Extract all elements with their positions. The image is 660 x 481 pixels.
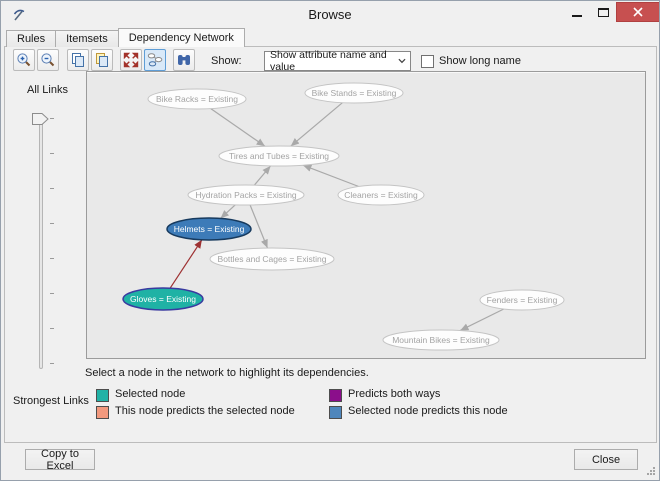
show-label: Show:: [211, 55, 242, 67]
node-cleaners[interactable]: Cleaners = Existing: [337, 184, 425, 206]
show-long-name-label: Show long name: [439, 55, 521, 67]
node-helmets[interactable]: Helmets = Existing: [166, 217, 252, 241]
edge-gloves-to-helmets: [169, 239, 203, 289]
all-links-label: All Links: [27, 84, 68, 96]
copy-to-excel-button[interactable]: Copy to Excel: [25, 448, 95, 472]
links-slider-track[interactable]: [39, 116, 43, 369]
close-button[interactable]: Close: [574, 449, 638, 470]
copy-icon: [72, 53, 84, 67]
find-node-button[interactable]: [173, 49, 195, 71]
node-fenders[interactable]: Fenders = Existing: [479, 289, 565, 311]
svg-text:Fenders = Existing: Fenders = Existing: [487, 295, 558, 305]
legend-label-selected-node: Selected node: [115, 388, 186, 400]
legend-label-selected-predicts: Selected node predicts this node: [348, 405, 508, 417]
edge-fenders-to-mountain-bikes: [459, 308, 505, 332]
node-bike-racks[interactable]: Bike Racks = Existing: [147, 88, 247, 110]
svg-text:Hydration Packs = Existing: Hydration Packs = Existing: [195, 190, 297, 200]
legend-swatch-selected-node: [96, 389, 109, 402]
node-hydration[interactable]: Hydration Packs = Existing: [187, 184, 305, 206]
svg-text:Bike Stands = Existing: Bike Stands = Existing: [312, 88, 397, 98]
minimize-icon: [572, 15, 582, 17]
links-slider-thumb[interactable]: [32, 113, 49, 125]
chevron-down-icon: [398, 58, 406, 64]
maximize-icon: [597, 7, 609, 17]
show-mode-dropdown[interactable]: Show attribute name and value: [264, 49, 411, 73]
copy-entire-graph-button[interactable]: [91, 49, 113, 71]
svg-text:Bike Racks = Existing: Bike Racks = Existing: [156, 94, 238, 104]
tab-rules[interactable]: Rules: [6, 30, 57, 47]
maximize-button[interactable]: [591, 2, 615, 22]
node-bottles-cages[interactable]: Bottles and Cages = Existing: [209, 247, 335, 271]
edge-cleaners-to-tires-tubes: [302, 164, 359, 188]
fit-to-screen-icon: [123, 52, 139, 68]
binoculars-icon: [178, 55, 190, 65]
node-mountain-bikes[interactable]: Mountain Bikes = Existing: [382, 329, 500, 351]
zoom-in-button[interactable]: [13, 49, 35, 71]
show-long-name-checkbox[interactable]: [421, 55, 434, 68]
resize-grip-icon[interactable]: [646, 466, 656, 476]
svg-text:Mountain Bikes = Existing: Mountain Bikes = Existing: [392, 335, 490, 345]
selection-hint: Select a node in the network to highligh…: [85, 367, 369, 379]
zoom-in-icon: [17, 53, 31, 67]
svg-text:Bottles and Cages = Existing: Bottles and Cages = Existing: [218, 254, 327, 264]
copy-graph-view-button[interactable]: [67, 49, 89, 71]
minimize-button[interactable]: [564, 2, 590, 22]
svg-text:Tires and Tubes = Existing: Tires and Tubes = Existing: [229, 151, 329, 161]
edge-hydration-to-tires-tubes: [253, 165, 272, 186]
tab-rules-label: Rules: [17, 33, 46, 45]
edge-bike-stands-to-tires-tubes: [290, 102, 343, 147]
tab-itemsets[interactable]: Itemsets: [55, 30, 119, 47]
svg-text:Cleaners = Existing: Cleaners = Existing: [344, 190, 418, 200]
node-tires-tubes[interactable]: Tires and Tubes = Existing: [218, 145, 340, 167]
edge-bike-racks-to-tires-tubes: [210, 108, 266, 147]
strongest-links-label: Strongest Links: [13, 395, 89, 407]
graph-layout-button[interactable]: [144, 49, 166, 71]
node-gloves[interactable]: Gloves = Existing: [122, 287, 204, 311]
zoom-out-button[interactable]: [37, 49, 59, 71]
legend-label-both-ways: Predicts both ways: [348, 388, 441, 400]
legend-swatch-predicts-selected: [96, 406, 109, 419]
copy-all-icon: [96, 53, 108, 67]
legend-swatch-both-ways: [329, 389, 342, 402]
fit-to-screen-button[interactable]: [120, 49, 142, 71]
zoom-out-icon: [41, 53, 55, 67]
edge-hydration-to-bottles-cages: [249, 204, 269, 249]
tab-itemsets-label: Itemsets: [66, 33, 108, 45]
dependency-graph[interactable]: Bike Racks = Existing Bike Stands = Exist…: [86, 71, 646, 359]
show-mode-value: Show attribute name and value: [270, 49, 387, 73]
svg-text:Gloves = Existing: Gloves = Existing: [130, 294, 196, 304]
tab-dependency-network-label: Dependency Network: [128, 32, 234, 44]
edge-hydration-to-helmets: [220, 204, 236, 219]
svg-text:Helmets = Existing: Helmets = Existing: [174, 224, 245, 234]
close-icon: [633, 7, 643, 17]
window-title: Browse: [308, 7, 352, 22]
tab-dependency-network[interactable]: Dependency Network: [117, 28, 245, 47]
legend-label-predicts-selected: This node predicts the selected node: [115, 405, 295, 417]
graph-layout-icon: [147, 53, 163, 67]
links-slider-ticks: [50, 118, 54, 366]
mining-pickaxe-icon: [13, 9, 25, 21]
tab-strip: Rules Itemsets Dependency Network: [6, 28, 245, 47]
node-bike-stands[interactable]: Bike Stands = Existing: [304, 82, 404, 104]
close-window-button[interactable]: [616, 2, 659, 22]
titlebar[interactable]: Browse: [1, 1, 659, 29]
legend-swatch-selected-predicts: [329, 406, 342, 419]
